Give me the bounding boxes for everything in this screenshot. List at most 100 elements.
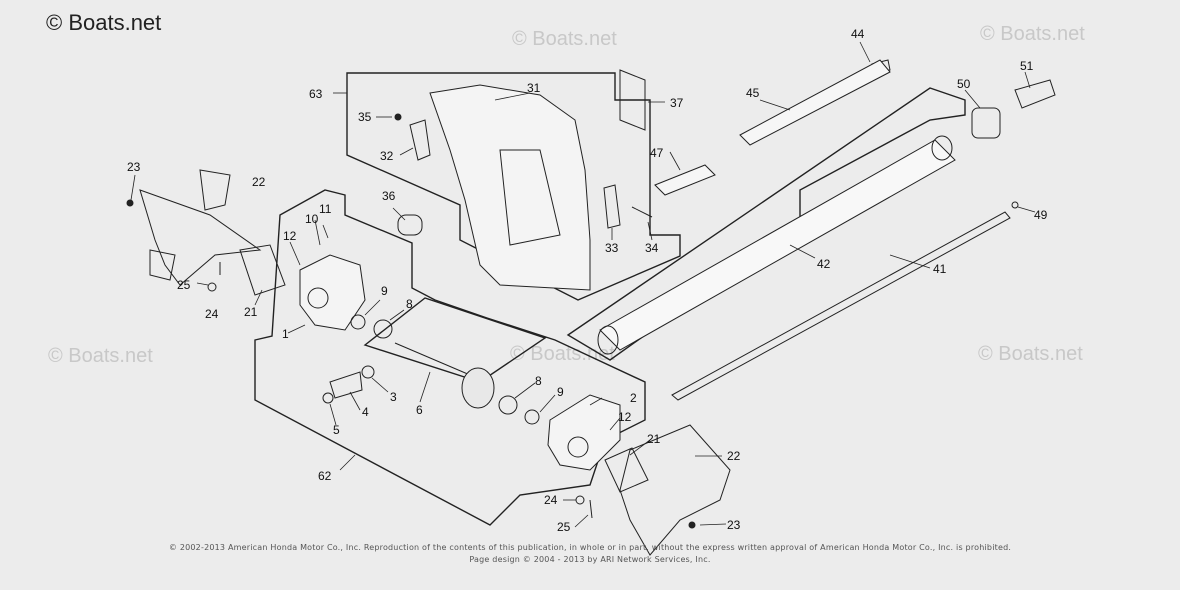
callout-44: 44 (851, 27, 865, 41)
grip-50 (971, 107, 1001, 139)
gear-6 (461, 367, 495, 409)
tube-42-end (597, 325, 619, 355)
group-62-outline (254, 189, 646, 526)
watermark-center: © Boats.net (510, 343, 615, 365)
shaft-41 (671, 211, 1011, 401)
bolt-23-right (688, 521, 696, 529)
tine-22-left (139, 189, 262, 286)
group-6-box (363, 297, 547, 383)
page-design-line: Page design © 2004 - 2013 by ARI Network… (469, 555, 711, 564)
callout-51: 51 (1020, 59, 1034, 73)
callout-8-right: 8 (535, 374, 542, 388)
callout-10: 10 (305, 212, 319, 226)
bracket-32 (409, 119, 431, 161)
callout-23-left: 23 (127, 160, 141, 174)
tine-22-left-blade2 (149, 249, 176, 281)
callout-3: 3 (390, 390, 397, 404)
callout-35: 35 (358, 110, 372, 124)
callout-47: 47 (650, 146, 664, 160)
clip-49 (1011, 201, 1019, 209)
callout-9-left: 9 (381, 284, 388, 298)
callout-1: 1 (282, 327, 289, 341)
tine-22-right (619, 424, 731, 556)
gear-housing-1-bore (307, 287, 329, 309)
gear-housing-2-bore (567, 436, 589, 458)
nut-35 (394, 113, 402, 121)
callout-2: 2 (630, 391, 637, 405)
callout-62: 62 (318, 469, 332, 483)
callout-41: 41 (933, 262, 947, 276)
cover-31 (429, 84, 591, 291)
callout-6: 6 (416, 403, 423, 417)
bolt-25-right (589, 499, 593, 519)
callout-49: 49 (1034, 208, 1048, 222)
tine-22-left-blade (199, 169, 231, 211)
tube-42-collar (931, 135, 953, 161)
washer-5 (322, 392, 334, 404)
callout-45: 45 (746, 86, 760, 100)
callout-37: 37 (670, 96, 684, 110)
callout-12-right: 12 (618, 410, 632, 424)
hub-21-left (239, 244, 286, 296)
callout-50: 50 (957, 77, 971, 91)
callout-31: 31 (527, 81, 541, 95)
assembly-outlines (254, 72, 966, 526)
watermarks: © Boats.net © Boats.net © Boats.net © Bo… (48, 23, 1085, 367)
callout-32: 32 (380, 149, 394, 163)
callout-4: 4 (362, 405, 369, 419)
callout-34: 34 (645, 241, 659, 255)
callout-25-left: 25 (177, 278, 191, 292)
callout-33: 33 (605, 241, 619, 255)
label-37 (619, 69, 646, 131)
callout-labels: 1 2 3 4 5 6 8 8 9 9 10 11 12 12 21 21 22… (127, 27, 1048, 534)
callout-24-right: 24 (544, 493, 558, 507)
callout-9-right: 9 (557, 385, 564, 399)
cover-31-window (499, 149, 561, 246)
callout-11: 11 (319, 202, 332, 216)
bearing-8-left (373, 319, 393, 339)
callout-63: 63 (309, 87, 323, 101)
callout-5: 5 (333, 423, 340, 437)
leader-lines (130, 41, 1036, 528)
bearing-9-left (350, 314, 366, 330)
watermark-top-center: © Boats.net (512, 28, 617, 50)
label-45 (739, 59, 891, 146)
callout-12-left: 12 (283, 229, 297, 243)
callout-21-right: 21 (647, 432, 661, 446)
bolt-34 (631, 206, 653, 218)
parts (126, 59, 1056, 556)
callout-42: 42 (817, 257, 831, 271)
watermark-top-right: © Boats.net (980, 23, 1085, 45)
callout-36: 36 (382, 189, 396, 203)
bolt-23-left (126, 199, 134, 207)
group-63-outline (346, 72, 681, 301)
gear-housing-1 (299, 254, 366, 331)
watermark-right: © Boats.net (978, 343, 1083, 365)
callout-22-right: 22 (727, 449, 741, 463)
shaft-6 (394, 342, 471, 376)
washer-3 (361, 365, 375, 379)
callout-21-left: 21 (244, 305, 258, 319)
bracket-33 (603, 184, 621, 229)
pin-24-right (575, 495, 585, 505)
worm-4 (329, 371, 363, 399)
callout-23-right: 23 (727, 518, 741, 532)
callout-8-left: 8 (406, 297, 413, 311)
tube-42 (599, 139, 956, 351)
label-47 (654, 164, 716, 196)
copyright-line: © 2002-2013 American Honda Motor Co., In… (168, 543, 1012, 552)
callout-25-right: 25 (557, 520, 571, 534)
brand-logo: © Boats.net (46, 10, 162, 35)
hub-21-right (604, 447, 649, 493)
bearing-9-right (524, 409, 540, 425)
pin-24-left (207, 282, 217, 292)
clip-51 (1014, 79, 1056, 109)
callout-24-left: 24 (205, 307, 219, 321)
callout-22-left: 22 (252, 175, 266, 189)
collar-36 (397, 214, 423, 236)
gear-housing-2 (547, 394, 621, 471)
bearing-8-right (498, 395, 518, 415)
watermark-left: © Boats.net (48, 345, 153, 367)
